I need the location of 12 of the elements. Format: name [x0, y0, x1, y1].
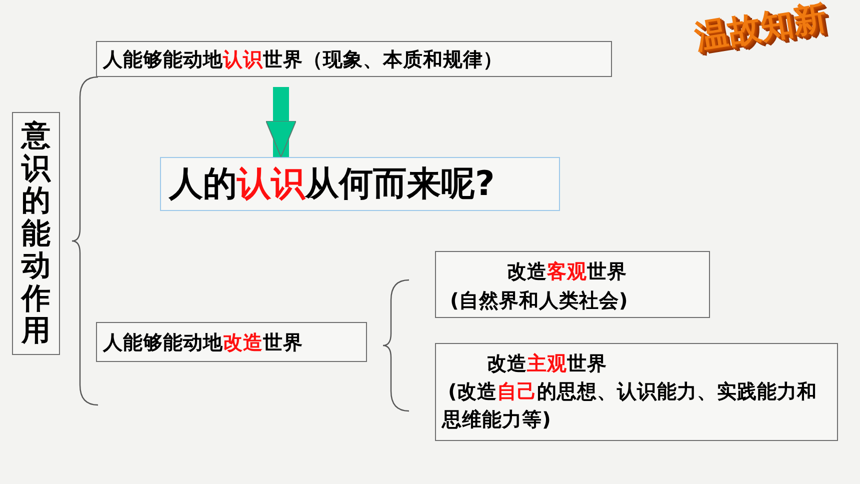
stamp-title: 温故知新	[692, 0, 830, 58]
item-box	[435, 251, 710, 318]
item-text: (自然界和人类社会)	[449, 288, 629, 314]
item-heading: 改造主观世界	[486, 351, 608, 377]
item-text: (改造自己的思想、认识能力、实践能力和思维能力等)	[442, 379, 818, 433]
item-heading: 改造客观世界	[506, 259, 628, 285]
arrow	[266, 87, 296, 158]
item-box	[435, 343, 838, 441]
statement-box: 人能够能动地认识世界（现象、本质和规律）	[96, 41, 612, 77]
topic-box: 意识的能动作用	[12, 112, 60, 355]
statement-box: 人能够能动地改造世界	[96, 322, 367, 362]
question-box: 人的认识从何而来呢?	[160, 157, 560, 211]
